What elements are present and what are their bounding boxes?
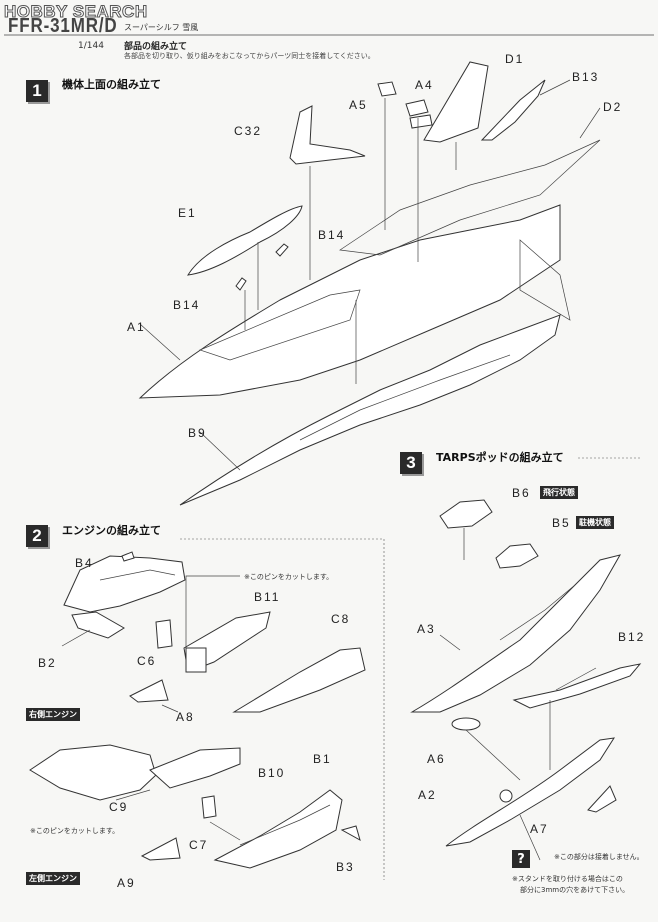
part-label: B11 — [254, 590, 281, 604]
right-engine-tag: 右側エンジン — [26, 708, 80, 721]
step-2-title: エンジンの組み立て — [62, 524, 161, 537]
part-label: D1 — [505, 52, 525, 66]
part-label: B10 — [258, 766, 286, 780]
part-label: B2 — [38, 656, 57, 670]
part-label: A6 — [427, 752, 446, 766]
part-label: B13 — [572, 70, 600, 84]
flight-state-tag: 飛行状態 — [540, 486, 578, 499]
stand-note-line-1: ※スタンドを取り付ける場合はこの — [512, 875, 623, 883]
part-label: B3 — [336, 860, 355, 874]
step-1-title: 機体上面の組み立て — [62, 78, 161, 91]
part-label: A8 — [176, 710, 195, 724]
stand-note-line-2: 部分に3mmの穴をあけて下さい。 — [520, 886, 630, 894]
no-glue-note: ※この部分は接着しません。 — [554, 853, 644, 861]
part-label: C9 — [109, 800, 129, 814]
part-label: A7 — [530, 822, 549, 836]
part-label: B14 — [318, 228, 346, 242]
part-label: B6 — [512, 486, 531, 500]
part-label: B12 — [618, 630, 646, 644]
part-label: A3 — [417, 622, 436, 636]
step-2-number: 2 — [26, 525, 48, 547]
part-label: C6 — [137, 654, 157, 668]
pin-cut-note: ※このピンをカットします。 — [244, 573, 334, 581]
part-label: D2 — [603, 100, 623, 114]
step-3-title: TARPSポッドの組み立て — [436, 451, 564, 464]
part-label: E1 — [178, 206, 197, 220]
part-label: B4 — [75, 556, 94, 570]
part-label: C32 — [234, 124, 263, 138]
hobby-search-watermark: HOBBY SEARCH — [4, 2, 148, 22]
part-label: A2 — [418, 788, 437, 802]
part-label: B9 — [188, 426, 207, 440]
part-label: A5 — [349, 98, 368, 112]
part-label: C7 — [189, 838, 209, 852]
model-subtitle: スーパーシルフ 雪風 — [124, 23, 199, 32]
part-label: A1 — [127, 320, 146, 334]
step-3-number: 3 — [400, 452, 422, 474]
pin-cut-note: ※このピンをカットします。 — [30, 827, 120, 835]
part-label: B5 — [552, 516, 571, 530]
parts-note: 各部品を切り取り、仮り組みをおこなってからパーツ同士を接着してください。 — [124, 52, 375, 60]
part-label: B14 — [173, 298, 201, 312]
step-1-number: 1 — [26, 80, 48, 102]
parts-heading: 部品の組み立て — [124, 42, 188, 52]
part-label: C8 — [331, 612, 351, 626]
scale-label: 1/144 — [78, 41, 104, 51]
model-title: FFR-31MR/D — [8, 15, 118, 37]
help-icon: ? — [512, 850, 530, 868]
part-label: A9 — [117, 876, 136, 890]
parked-state-tag: 駐機状態 — [576, 516, 614, 529]
part-label: B1 — [313, 752, 332, 766]
part-label: A4 — [415, 78, 434, 92]
left-engine-tag: 左側エンジン — [26, 872, 80, 885]
